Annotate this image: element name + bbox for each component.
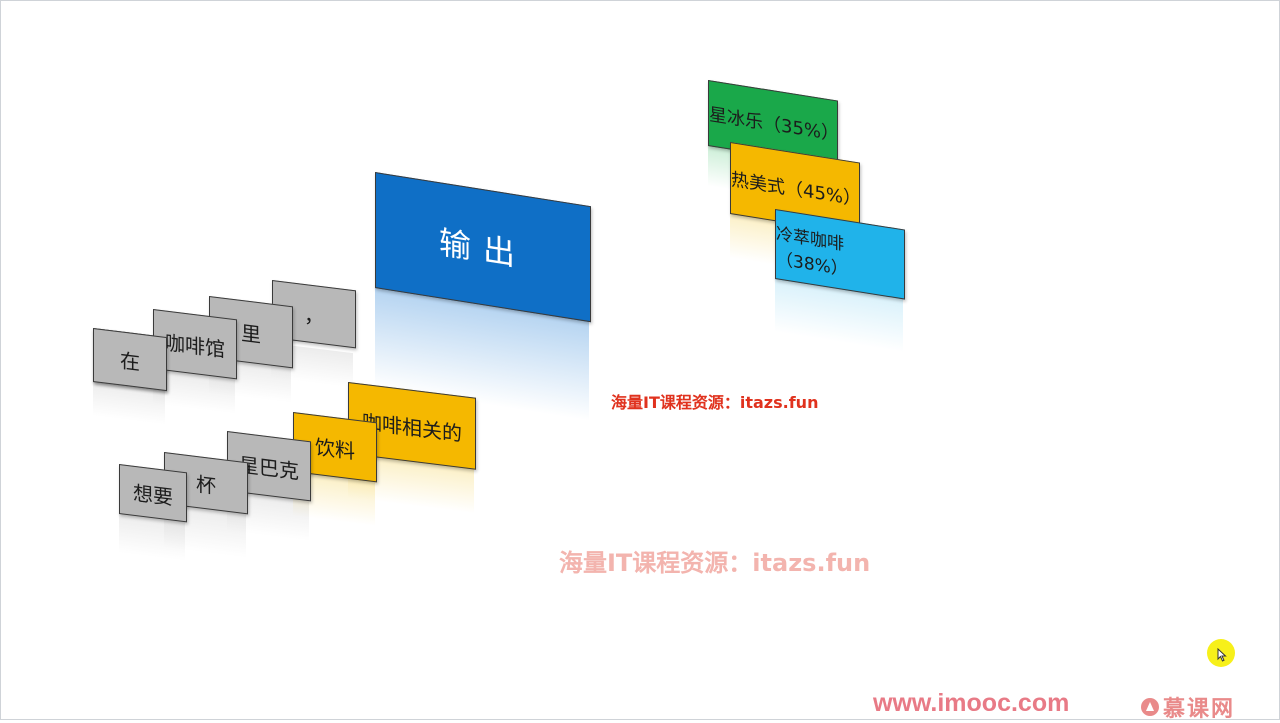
highlight-label: 饮料	[315, 434, 355, 464]
result-label: 星冰乐（35%）	[709, 104, 840, 146]
site-url: www.imooc.com	[873, 689, 1070, 717]
token-label: 咖啡馆	[165, 329, 225, 362]
highlight-label: 咖啡相关的	[362, 409, 462, 446]
logo-icon	[1141, 698, 1159, 716]
result-label: 冷萃咖啡（38%）	[776, 224, 848, 281]
watermark-text: 海量IT课程资源：itazs.fun	[611, 393, 819, 412]
logo-brand-text: 慕课网	[1163, 697, 1236, 722]
brand-logo: 慕课网	[1141, 691, 1235, 723]
output-label: 输出	[438, 223, 527, 276]
token-label: 在	[120, 347, 140, 375]
token-label: 杯	[196, 471, 216, 498]
token-label: 想要	[133, 480, 173, 510]
token-label: 里	[241, 320, 261, 347]
result-label: 热美式（45%）	[731, 169, 862, 211]
cursor-icon	[1217, 648, 1227, 662]
token-card: 想要	[119, 464, 187, 523]
watermark-text-faded: 海量IT课程资源：itazs.fun	[559, 549, 871, 577]
token-card: 在	[93, 328, 167, 392]
token-label: 星巴克	[239, 451, 299, 484]
token-label: ，	[304, 302, 324, 329]
cursor-highlight	[1207, 639, 1235, 667]
